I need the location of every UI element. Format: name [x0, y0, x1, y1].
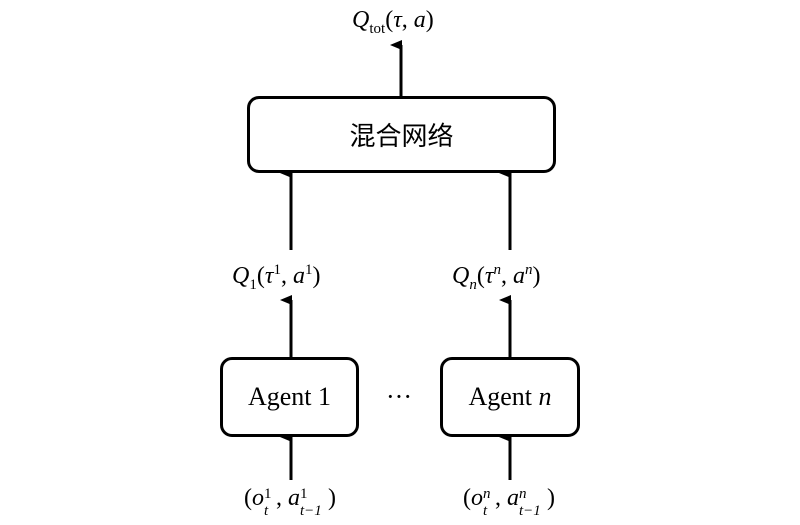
qn-label: Qn(τn, an) [452, 262, 541, 293]
qn-a-sup: n [524, 262, 533, 278]
qtot-close: ) [425, 7, 434, 33]
q1-a: a [292, 263, 305, 289]
input-n-a-sup: n [519, 486, 527, 502]
input-1-a: a [288, 485, 300, 511]
input-1-open: ( [244, 485, 252, 511]
input-1-o-sup: 1 [264, 486, 272, 502]
qtot-label: Qtot(τ, a) [352, 6, 434, 37]
input-n-sep: , [495, 485, 507, 511]
agent-n-box: Agent n [440, 357, 580, 437]
agents-ellipsis: ··· [386, 382, 412, 411]
agent-1-box: Agent 1 [220, 357, 359, 437]
qtot-q: Q [352, 7, 370, 33]
mixing-network-label: 混合网络 [349, 122, 454, 151]
qn-open: ( [476, 263, 485, 289]
agent-n-index: n [538, 382, 552, 411]
agent-n-label: Agent n [468, 382, 551, 412]
qtot-a: a [413, 7, 426, 33]
qn-q: Q [452, 263, 470, 289]
q1-tau-sup: 1 [273, 262, 281, 278]
input-1-sep: , [276, 485, 288, 511]
qn-tau: τ [484, 263, 494, 289]
qtot-open: ( [385, 7, 394, 33]
q1-sub: 1 [249, 276, 257, 293]
input-1-close: ) [328, 485, 336, 511]
input-n-o-sub: t [483, 503, 488, 519]
input-1-a-sub: t−1 [300, 503, 322, 519]
qn-a: a [512, 263, 525, 289]
q1-q: Q [232, 263, 250, 289]
agent-n-prefix: Agent [468, 382, 539, 411]
qn-tau-sup: n [493, 262, 501, 278]
qn-close: ) [532, 263, 541, 289]
input-n-a-sub: t−1 [519, 503, 541, 519]
qn-sub: n [469, 276, 477, 293]
q1-sep: , [280, 263, 293, 289]
q1-open: ( [256, 263, 265, 289]
input-1-a-sup: 1 [300, 486, 308, 502]
input-n-o-sup: n [483, 486, 491, 502]
qtot-sub: tot [369, 20, 386, 37]
mixing-network-box: 混合网络 [247, 96, 556, 173]
input-n-o: o [471, 485, 483, 511]
q1-tau: τ [264, 263, 274, 289]
input-1-o-sub: t [264, 503, 269, 519]
input-n-close: ) [547, 485, 555, 511]
qn-sep: , [500, 263, 513, 289]
q1-a-sup: 1 [304, 262, 313, 278]
q1-close: ) [312, 263, 321, 289]
input-n-open: ( [463, 485, 471, 511]
input-1-o: o [252, 485, 264, 511]
qtot-sep: , [401, 7, 414, 33]
qtot-tau: τ [393, 7, 402, 33]
agent-1-label: Agent 1 [247, 382, 332, 411]
input-n-a: a [507, 485, 519, 511]
q1-label: Q1(τ1, a1) [232, 262, 321, 293]
